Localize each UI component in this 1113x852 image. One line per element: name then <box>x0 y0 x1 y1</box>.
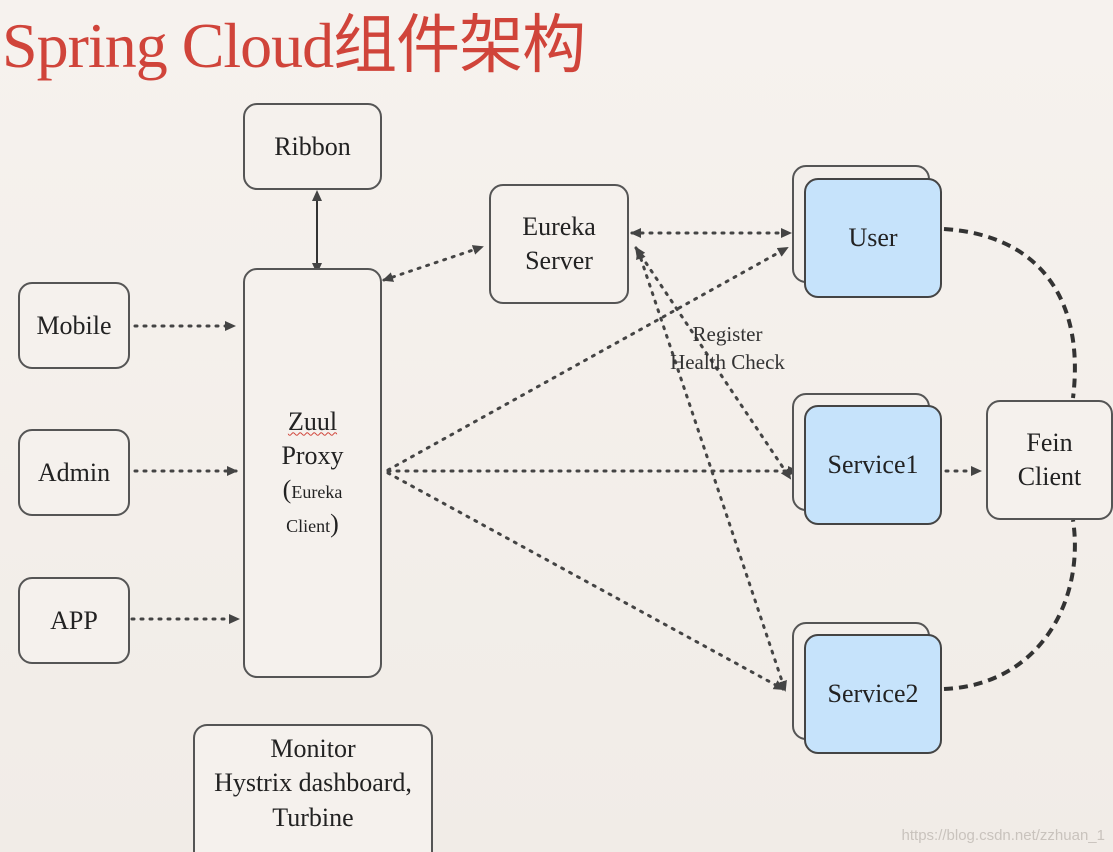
ribbon-node: Ribbon <box>243 103 382 190</box>
fein-client-node: Fein Client <box>986 400 1113 520</box>
paren-open: ( <box>282 475 292 504</box>
monitor-label-1: Monitor <box>270 734 356 763</box>
mobile-label: Mobile <box>36 310 112 340</box>
edge-zuul-service2 <box>386 471 785 691</box>
edge-zuul-eureka <box>382 245 484 282</box>
user-node: User <box>804 178 942 298</box>
zuul-eureka-text: Eureka <box>291 482 343 502</box>
monitor-node: Monitor Hystrix dashboard, Turbine <box>193 724 433 852</box>
eureka-label-1: Eureka <box>522 212 596 242</box>
zuul-client-label: Client) <box>286 507 339 541</box>
health-check-text: Health Check <box>670 350 785 375</box>
zuul-eureka-label: (Eureka <box>283 473 343 507</box>
eureka-label-2: Server <box>525 246 593 275</box>
service1-node: Service1 <box>804 405 942 525</box>
paren-close: ) <box>330 508 339 538</box>
monitor-label-3: Turbine <box>272 802 354 832</box>
edge-eureka-service2 <box>636 248 787 692</box>
zuul-label: Zuul <box>287 407 338 437</box>
fein-label-2: Client <box>1017 462 1082 491</box>
app-label: APP <box>50 605 98 635</box>
app-node: APP <box>18 577 130 664</box>
edge-fein-service2 <box>943 519 1077 691</box>
user-label: User <box>848 223 898 252</box>
eureka-server-node: Eureka Server <box>489 184 629 304</box>
ribbon-label: Ribbon <box>274 131 351 161</box>
zuul-proxy-node: Zuul Proxy (Eureka Client) <box>243 268 382 678</box>
page-title: Spring Cloud组件架构 <box>2 10 586 81</box>
admin-node: Admin <box>18 429 130 516</box>
monitor-label-2: Hystrix dashboard, <box>214 768 412 798</box>
service2-node: Service2 <box>804 634 942 754</box>
fein-label-1: Fein <box>1026 428 1073 458</box>
admin-label: Admin <box>37 457 111 487</box>
proxy-label: Proxy <box>281 441 344 471</box>
register-health-check-label: Register Health Check <box>660 320 795 377</box>
service2-label: Service2 <box>827 679 919 708</box>
edge-zuul-user <box>386 246 789 472</box>
register-text: Register <box>692 322 763 346</box>
edge-fein-user <box>943 227 1077 399</box>
zuul-client-text: Client <box>286 515 331 536</box>
watermark: https://blog.csdn.net/zzhuan_1 <box>901 827 1105 844</box>
mobile-node: Mobile <box>18 282 130 369</box>
service1-label: Service1 <box>827 450 919 479</box>
